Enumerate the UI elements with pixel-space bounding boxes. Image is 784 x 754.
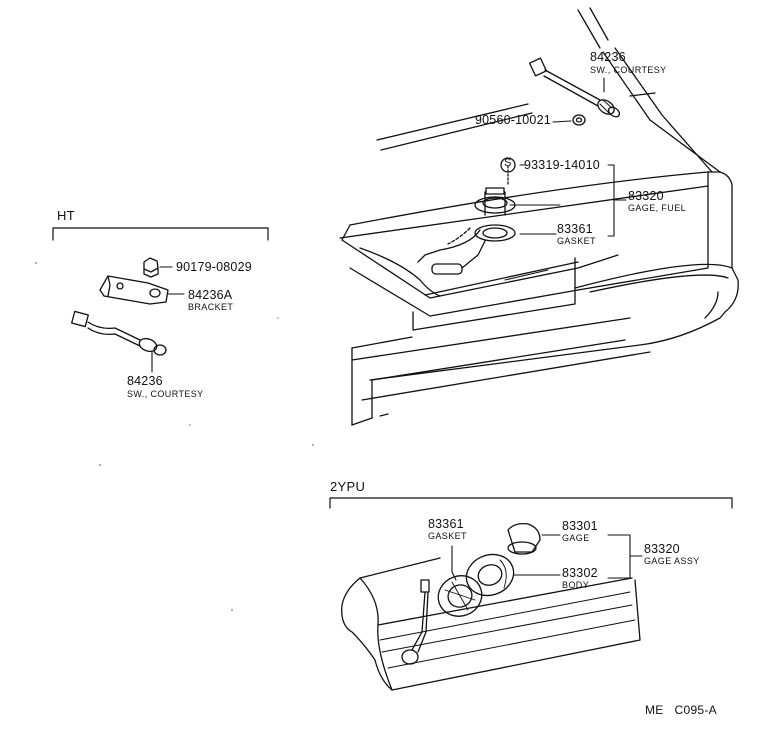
scan-specks [35, 262, 314, 611]
ypu-bracket-line [329, 497, 733, 509]
part-90560-number: 90560-10021 [475, 113, 551, 127]
s-symbol-circle [500, 157, 516, 173]
part-84236A-desc: BRACKET [188, 302, 234, 312]
nut-90560-drawing [572, 114, 586, 126]
part-83320-desc-top: GAGE, FUEL [628, 203, 687, 213]
part-83361-desc-bottom: GASKET [428, 531, 467, 541]
courtesy-switch-ht-drawing [71, 310, 167, 373]
ht-bracket-line [52, 227, 269, 241]
nut-90179-drawing [143, 257, 173, 278]
part-83320-desc-bottom: GAGE ASSY [644, 556, 700, 566]
part-83361-number-bottom: 83361 [428, 517, 464, 531]
bracket-84236A-drawing [99, 275, 185, 305]
figure-code: ME C095-A [645, 703, 717, 717]
part-90179-number: 90179-08029 [176, 260, 252, 274]
part-93319-number: 93319-14010 [524, 158, 600, 172]
part-84236-number-top: 84236 [590, 50, 626, 64]
part-83301-number: 83301 [562, 519, 598, 533]
part-84236-desc-ht: SW., COURTESY [127, 389, 204, 399]
section-2ypu-title: 2YPU [330, 479, 366, 494]
part-83302-number: 83302 [562, 566, 598, 580]
part-84236-desc-top: SW., COURTESY [590, 65, 667, 75]
fuel-gage-drawing [417, 165, 516, 275]
part-83361-number-top: 83361 [557, 222, 593, 236]
part-83301-desc: GAGE [562, 533, 590, 543]
gage-2ypu-drawing [401, 522, 643, 665]
part-83320-number-bottom: 83320 [644, 542, 680, 556]
part-83302-desc: BODY [562, 580, 590, 590]
part-84236-number-ht: 84236 [127, 374, 163, 388]
leader-lines-top [509, 77, 627, 237]
part-83361-desc-top: GASKET [557, 236, 596, 246]
part-83320-number-top: 83320 [628, 189, 664, 203]
courtesy-switch-top-drawing [528, 57, 621, 118]
section-ht-title: HT [57, 208, 75, 223]
part-84236A-number: 84236A [188, 288, 233, 302]
vehicle-body-outline [339, 7, 739, 426]
part-93319-symbol: S [504, 157, 512, 169]
